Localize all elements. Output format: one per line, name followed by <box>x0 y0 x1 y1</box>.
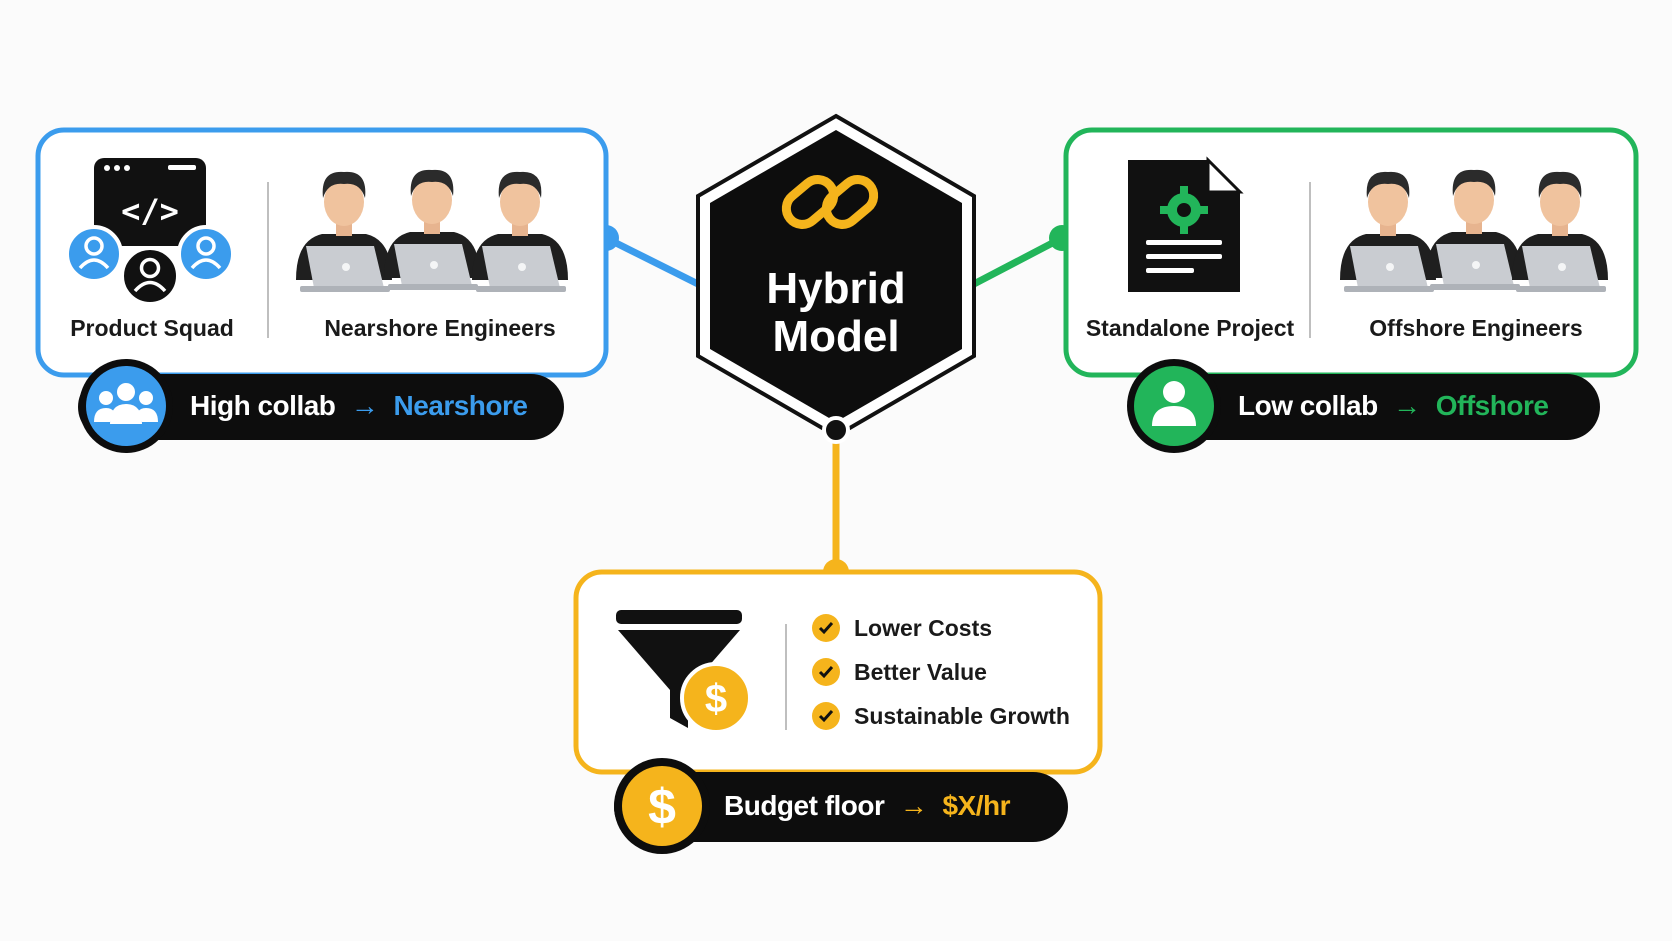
nearshore-engineers-label: Nearshore Engineers <box>324 315 556 341</box>
bullet-text: Sustainable Growth <box>854 702 1070 729</box>
user-icon <box>1127 359 1221 453</box>
right-pill-text: Low collab → Offshore <box>1238 390 1549 422</box>
right-pill-prefix: Low collab <box>1238 390 1378 421</box>
gear-document-icon <box>1128 156 1244 292</box>
standalone-project-label: Standalone Project <box>1085 315 1295 341</box>
svg-text:$: $ <box>705 677 727 721</box>
arrow-icon: → <box>350 390 379 421</box>
center-title-line2: Model <box>772 312 900 361</box>
chain-link-icon <box>781 175 879 229</box>
arrow-icon: → <box>899 790 928 821</box>
bullet-better-value: Better Value <box>812 658 987 686</box>
left-connector <box>602 234 704 289</box>
dollar-coin-icon: $ <box>680 662 752 734</box>
right-pill-target: Offshore <box>1435 390 1549 421</box>
engineers-with-laptops-icon <box>296 169 568 292</box>
center-title-line1: Hybrid <box>766 264 906 313</box>
offshore-engineers-label: Offshore Engineers <box>1369 315 1583 341</box>
code-window-icon: </> <box>94 158 206 246</box>
check-icon <box>812 702 840 730</box>
bottom-pill-target: $X/hr <box>942 790 1011 821</box>
bottom-pill-text: Budget floor → $X/hr <box>724 790 1011 822</box>
hexagon-center <box>710 130 962 422</box>
bullet-lower-costs: Lower Costs <box>812 614 992 642</box>
funnel-icon <box>616 610 742 728</box>
right-connector <box>968 234 1066 289</box>
dollar-icon: $ <box>614 758 710 854</box>
bullet-sustainable-growth: Sustainable Growth <box>812 702 1070 730</box>
check-icon <box>812 658 840 686</box>
bottom-pill-prefix: Budget floor <box>724 790 885 821</box>
group-icon <box>79 359 173 453</box>
left-pill-prefix: High collab <box>190 390 336 421</box>
team-icon <box>65 225 235 306</box>
svg-text:</>: </> <box>121 192 179 230</box>
left-pill <box>78 374 564 440</box>
right-pill <box>1130 374 1600 440</box>
engineers-with-laptops-icon <box>1340 169 1608 292</box>
svg-text:$: $ <box>648 779 676 835</box>
arrow-icon: → <box>1392 390 1421 421</box>
bottom-pill <box>614 772 1068 842</box>
product-squad-label: Product Squad <box>70 315 234 341</box>
check-icon <box>812 614 840 642</box>
left-pill-target: Nearshore <box>393 390 528 421</box>
bullet-text: Lower Costs <box>854 614 993 641</box>
left-pill-text: High collab → Nearshore <box>190 390 528 422</box>
hexagon-bottom-node <box>822 416 850 444</box>
bullet-text: Better Value <box>854 658 987 685</box>
